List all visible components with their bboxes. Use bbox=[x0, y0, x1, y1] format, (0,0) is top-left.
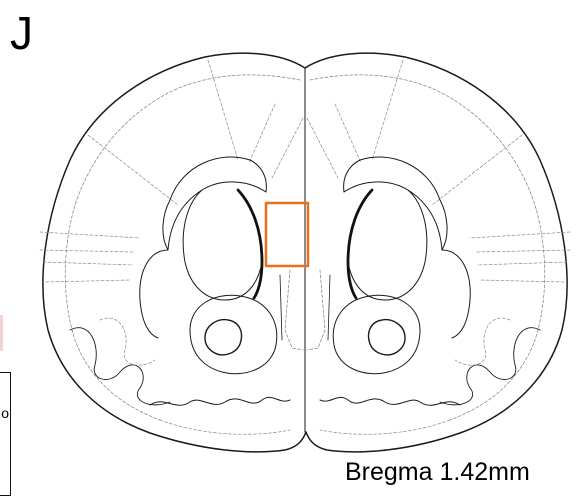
ventral-lower-right bbox=[320, 420, 450, 434]
cortical-areas-left bbox=[40, 60, 303, 282]
white-matter-left bbox=[163, 157, 266, 250]
white-matter-right bbox=[344, 157, 447, 250]
septum-line-right bbox=[328, 275, 330, 340]
region-of-interest-box bbox=[266, 203, 308, 266]
ventral-region-left-2 bbox=[100, 318, 155, 365]
lateral-ventricle-right bbox=[348, 190, 372, 298]
ac-region-left-outer bbox=[190, 295, 277, 373]
septum-left bbox=[285, 270, 303, 350]
cortical-areas-right bbox=[307, 60, 570, 282]
olfactory-tubercle-left bbox=[150, 397, 290, 405]
external-capsule-right bbox=[442, 250, 470, 338]
external-capsule-left bbox=[140, 250, 168, 338]
olfactory-tubercle-right bbox=[320, 397, 460, 405]
septum-right bbox=[307, 270, 325, 350]
septum-line-left bbox=[280, 275, 282, 340]
bregma-caption: Bregma 1.42mm bbox=[345, 460, 530, 485]
ac-region-left-inner bbox=[205, 320, 242, 355]
lateral-ventricle-left bbox=[238, 190, 262, 298]
ac-region-right-inner bbox=[369, 320, 406, 355]
ac-region-right-outer bbox=[333, 295, 420, 373]
ventral-lower-left bbox=[160, 420, 290, 434]
ventral-region-right-2 bbox=[455, 318, 510, 365]
